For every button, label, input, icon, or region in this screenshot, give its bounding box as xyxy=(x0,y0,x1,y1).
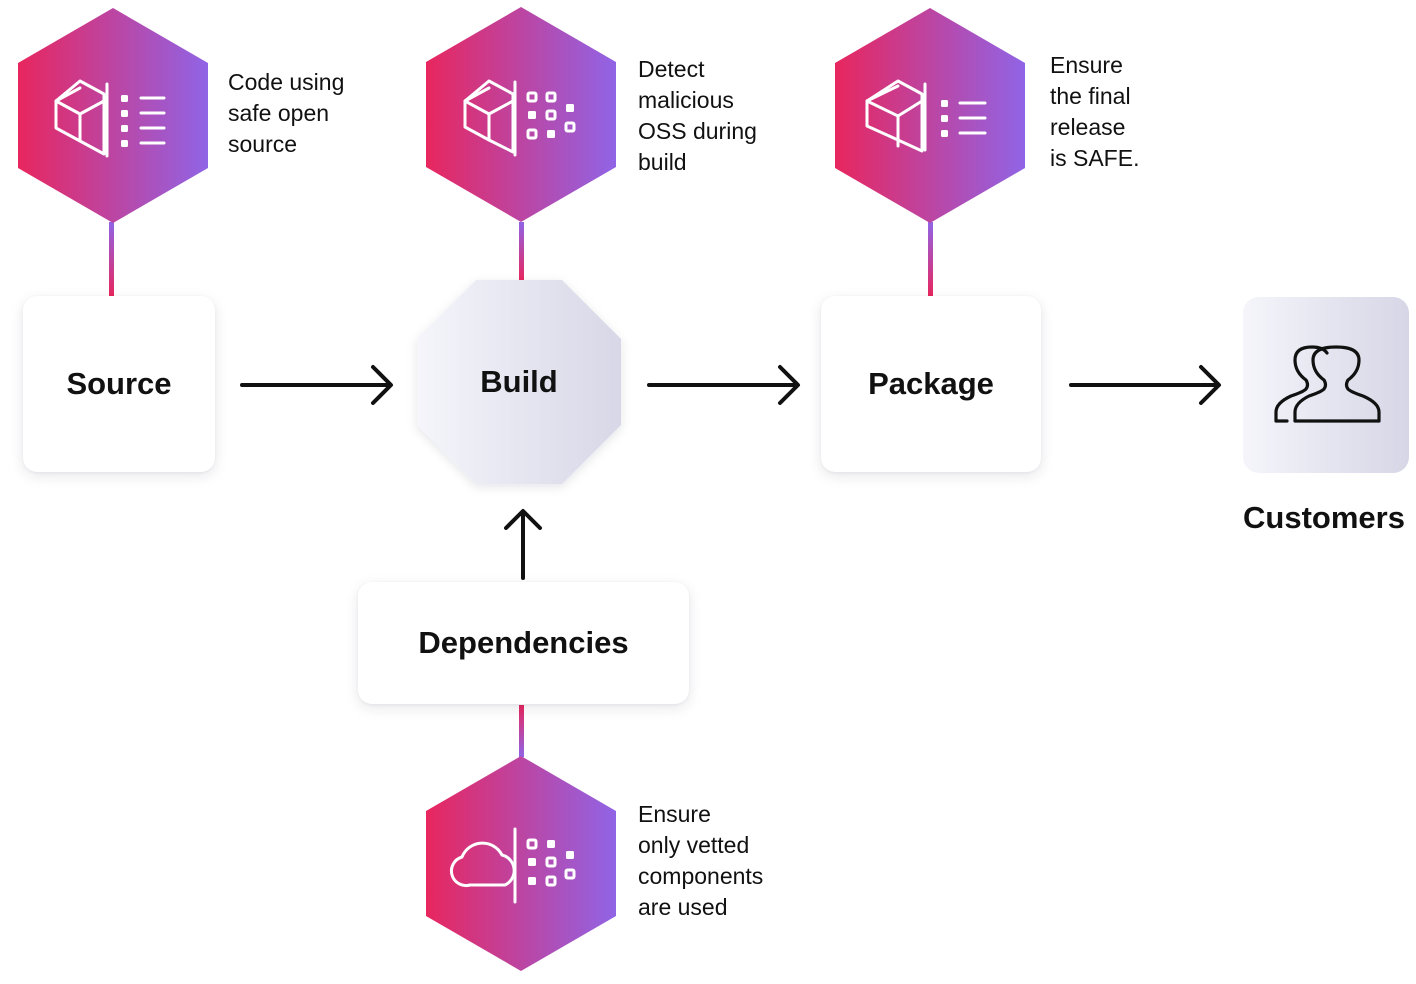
dependencies-stage-label: Dependencies xyxy=(418,625,629,660)
callout-line: are used xyxy=(638,894,728,920)
source-connector xyxy=(109,222,114,296)
source-stage-box: Source xyxy=(23,296,215,472)
callout-line: OSS during xyxy=(638,118,757,144)
source-callout-text: Code using safe open source xyxy=(228,67,344,160)
cloud-grid-icon xyxy=(449,827,576,904)
arrow-dependencies-to-build xyxy=(504,509,542,580)
callout-line: the final xyxy=(1050,83,1131,109)
dependencies-callout-text: Ensure only vetted components are used xyxy=(638,799,763,923)
customers-tile xyxy=(1243,297,1409,473)
build-stage-octagon xyxy=(417,280,621,484)
callout-line: only vetted xyxy=(638,832,750,858)
package-callout-text: Ensure the final release is SAFE. xyxy=(1050,50,1139,174)
dependencies-callout-hexagon xyxy=(426,756,616,971)
callout-line: malicious xyxy=(638,87,734,113)
build-stage-label: Build xyxy=(480,364,558,399)
callout-line: Code using xyxy=(228,69,345,95)
callout-line: source xyxy=(228,131,298,157)
source-stage-label: Source xyxy=(66,366,172,401)
callout-line: Ensure xyxy=(638,801,711,827)
arrow-build-to-package xyxy=(647,365,800,405)
package-grid-icon xyxy=(463,79,576,157)
customers-label: Customers xyxy=(1243,500,1405,535)
dependencies-stage-box: Dependencies xyxy=(358,582,689,704)
build-connector xyxy=(519,222,524,280)
arrow-source-to-build xyxy=(240,365,393,405)
callout-line: Ensure xyxy=(1050,52,1123,78)
build-stage-label-container: Build xyxy=(417,280,621,484)
package-list-icon xyxy=(865,79,987,153)
package-stage-box: Package xyxy=(821,296,1041,472)
source-callout-hexagon xyxy=(18,8,208,223)
users-icon xyxy=(1274,345,1381,423)
callout-line: components xyxy=(638,863,764,889)
callout-line: Detect xyxy=(638,56,705,82)
callout-line: is SAFE. xyxy=(1050,145,1140,171)
package-stage-label: Package xyxy=(868,366,994,401)
callout-line: safe open xyxy=(228,100,330,126)
build-callout-hexagon xyxy=(426,7,616,222)
package-list-icon xyxy=(54,79,166,158)
callout-line: release xyxy=(1050,114,1126,140)
build-callout-text: Detect malicious OSS during build xyxy=(638,54,757,178)
package-connector xyxy=(928,222,933,296)
package-callout-hexagon xyxy=(835,8,1025,223)
arrow-package-to-customers xyxy=(1069,365,1221,405)
callout-line: build xyxy=(638,149,687,175)
dependencies-connector xyxy=(519,705,524,757)
